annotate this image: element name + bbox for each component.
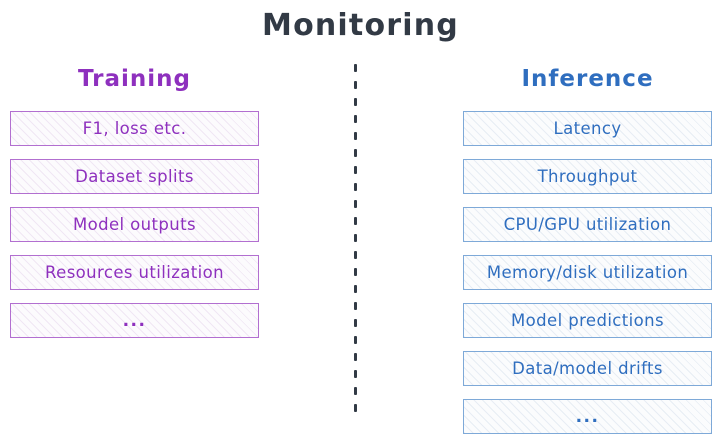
metric-box-training-2[interactable]: Model outputs bbox=[10, 207, 259, 242]
metric-box-inference-2[interactable]: CPU/GPU utilization bbox=[463, 207, 712, 242]
divider-dash bbox=[354, 183, 357, 191]
divider-dash bbox=[354, 285, 357, 293]
divider-dash bbox=[354, 217, 357, 225]
divider-dash bbox=[354, 319, 357, 327]
metric-box-label: Memory/disk utilization bbox=[486, 263, 689, 282]
metric-box-inference-0[interactable]: Latency bbox=[463, 111, 712, 146]
metric-box-label: Model outputs bbox=[72, 215, 196, 234]
divider-dash bbox=[354, 115, 357, 123]
metric-box-label: CPU/GPU utilization bbox=[503, 215, 672, 234]
page-title: Monitoring bbox=[262, 8, 459, 43]
metric-box-label: Model predictions bbox=[511, 311, 664, 330]
metric-box-training-4[interactable]: ... bbox=[10, 303, 259, 338]
divider-dash bbox=[354, 353, 357, 361]
inference-column-header: Inference bbox=[521, 66, 654, 92]
metric-box-label: Data/model drifts bbox=[512, 359, 663, 378]
metric-box-training-1[interactable]: Dataset splits bbox=[10, 159, 259, 194]
metric-box-label: F1, loss etc. bbox=[82, 119, 187, 138]
divider-dash bbox=[354, 98, 357, 106]
metric-box-training-3[interactable]: Resources utilization bbox=[10, 255, 259, 290]
metric-box-inference-6[interactable]: ... bbox=[463, 399, 712, 434]
divider-dash bbox=[354, 234, 357, 242]
vertical-dashed-divider bbox=[354, 64, 357, 419]
divider-dash bbox=[354, 404, 357, 412]
metric-box-label: Latency bbox=[553, 119, 622, 138]
divider-dash bbox=[354, 149, 357, 157]
metric-box-label: ... bbox=[122, 310, 147, 331]
divider-dash bbox=[354, 251, 357, 259]
metric-box-inference-3[interactable]: Memory/disk utilization bbox=[463, 255, 712, 290]
divider-dash bbox=[354, 81, 357, 89]
divider-dash bbox=[354, 166, 357, 174]
divider-dash bbox=[354, 370, 357, 378]
divider-dash bbox=[354, 302, 357, 310]
training-column-header: Training bbox=[77, 66, 191, 92]
metric-box-inference-4[interactable]: Model predictions bbox=[463, 303, 712, 338]
metric-box-training-0[interactable]: F1, loss etc. bbox=[10, 111, 259, 146]
metric-box-inference-5[interactable]: Data/model drifts bbox=[463, 351, 712, 386]
metric-box-label: Resources utilization bbox=[45, 263, 224, 282]
divider-dash bbox=[354, 336, 357, 344]
metric-box-label: ... bbox=[575, 406, 600, 427]
divider-dash bbox=[354, 64, 357, 72]
metric-box-label: Throughput bbox=[537, 167, 638, 186]
metric-box-inference-1[interactable]: Throughput bbox=[463, 159, 712, 194]
divider-dash bbox=[354, 387, 357, 395]
divider-dash bbox=[354, 200, 357, 208]
metric-box-label: Dataset splits bbox=[75, 167, 194, 186]
divider-dash bbox=[354, 132, 357, 140]
divider-dash bbox=[354, 268, 357, 276]
